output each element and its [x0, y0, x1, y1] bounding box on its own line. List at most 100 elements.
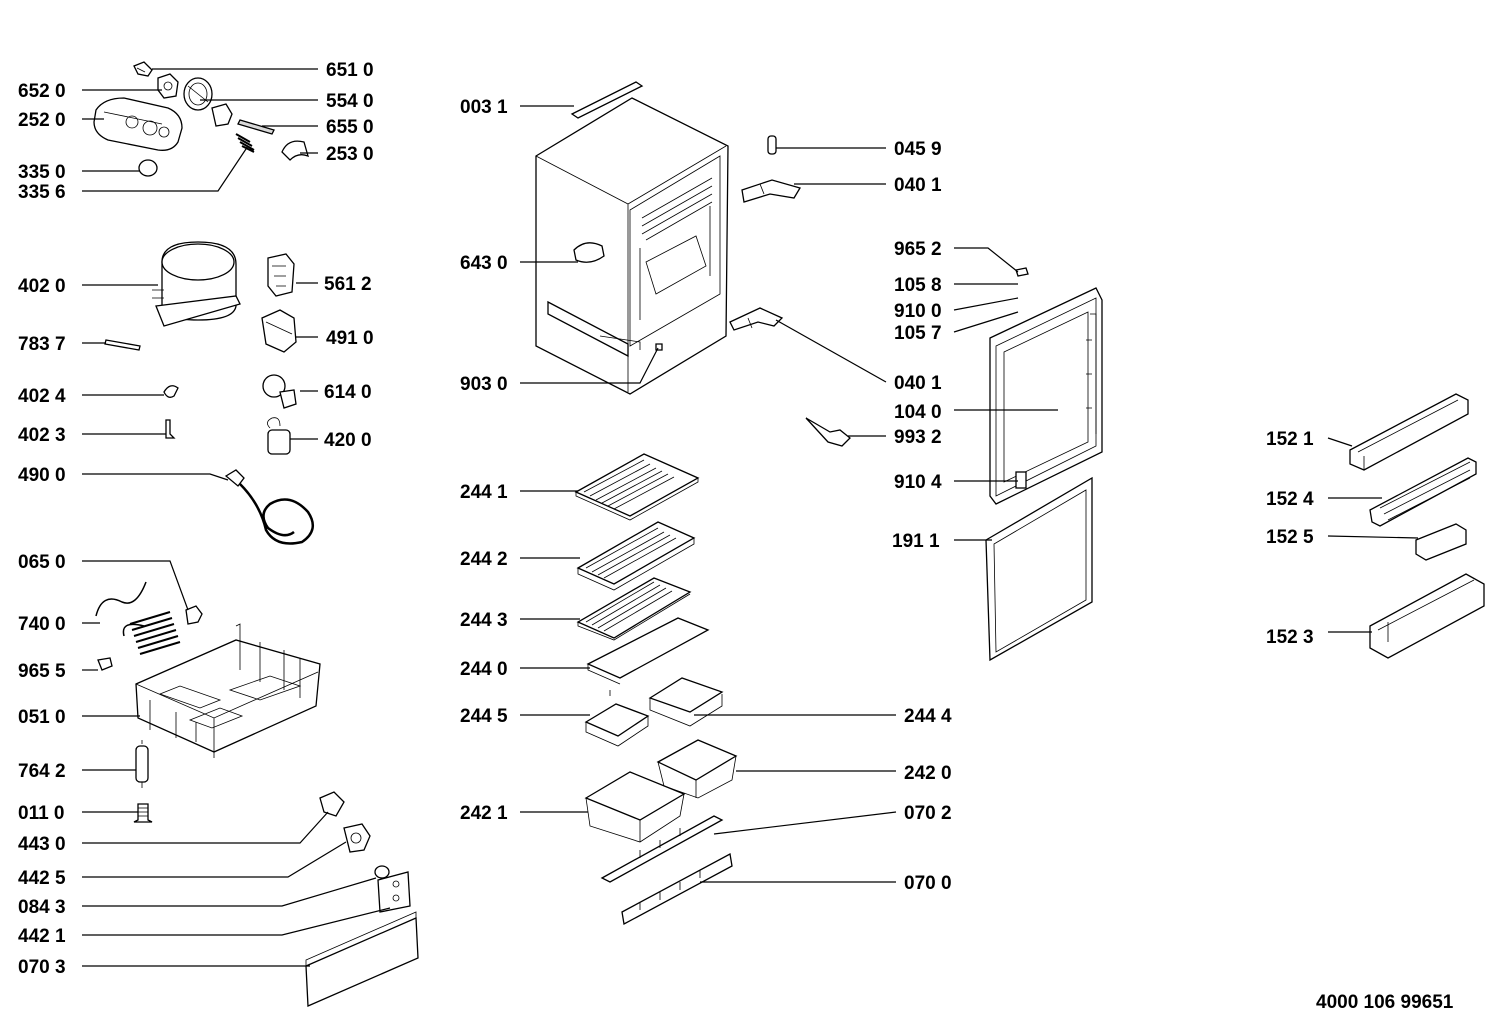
relay-part	[267, 253, 295, 297]
kick-plate-part	[305, 911, 419, 1007]
part-label-614-0: 614 0	[324, 382, 372, 403]
capillary-tube-part	[104, 339, 141, 351]
part-label-655-0: 655 0	[326, 117, 374, 138]
part-label-764-2: 764 2	[18, 761, 66, 782]
base-tray-part	[135, 623, 321, 758]
part-label-252-0: 252 0	[18, 110, 66, 131]
screw-part	[97, 657, 113, 671]
defrost-tube-part	[135, 740, 149, 788]
relay-cover-part	[261, 309, 297, 353]
lamp-holder-part	[211, 103, 233, 127]
door-frame-part	[989, 287, 1103, 505]
crisper-small-part	[656, 739, 738, 799]
wire-shelf-part	[576, 521, 696, 591]
capacitor-part	[267, 417, 291, 455]
document-number: 4000 106 99651	[1316, 992, 1454, 1013]
switch-part	[319, 791, 345, 817]
shelf-grid-part	[576, 577, 692, 641]
power-cord-part	[224, 469, 315, 545]
heater-spring-part	[95, 581, 181, 655]
part-label-244-0: 244 0	[460, 659, 508, 680]
hinge-pin-part	[767, 135, 777, 155]
part-label-242-0: 242 0	[904, 763, 952, 784]
cabinet-part	[535, 97, 729, 395]
part-label-152-3: 152 3	[1266, 627, 1314, 648]
door-bin-grid-part	[1369, 457, 1477, 527]
part-label-652-0: 652 0	[18, 81, 66, 102]
compressor-part	[152, 241, 241, 327]
part-label-040-1-bottom: 040 1	[894, 373, 942, 394]
part-label-051-0: 051 0	[18, 707, 66, 728]
part-label-402-0: 402 0	[18, 276, 66, 297]
part-label-104-0: 104 0	[894, 402, 942, 423]
bracket-part	[165, 419, 176, 439]
bottom-strip-part	[621, 852, 733, 926]
bushing-part	[374, 865, 390, 879]
overload-protector-part	[262, 374, 297, 409]
part-label-003-1: 003 1	[460, 97, 508, 118]
part-label-011-0: 011 0	[18, 803, 65, 824]
part-label-651-0: 651 0	[326, 60, 374, 81]
spring-part	[235, 133, 255, 153]
door-bin-top-part	[1349, 393, 1469, 471]
small-tray-b-part	[648, 677, 724, 727]
part-label-993-2: 993 2	[894, 427, 942, 448]
part-label-253-0: 253 0	[326, 144, 374, 165]
part-label-244-3: 244 3	[460, 610, 508, 631]
part-label-152-1: 152 1	[1266, 429, 1314, 450]
top-strip-part	[570, 81, 644, 119]
lamp-cover-part	[281, 140, 309, 161]
part-label-965-5: 965 5	[18, 661, 66, 682]
part-label-335-0: 335 0	[18, 162, 66, 183]
door-switch-part	[805, 417, 851, 447]
part-label-643-0: 643 0	[460, 253, 508, 274]
part-label-491-0: 491 0	[326, 328, 374, 349]
part-label-040-1-top: 040 1	[894, 175, 942, 196]
bottom-hinge-part	[729, 307, 784, 331]
small-tray-a-part	[584, 703, 650, 747]
leader-lines	[82, 68, 1419, 967]
knob-part	[138, 159, 158, 177]
part-label-910-0: 910 0	[894, 301, 942, 322]
part-label-561-2: 561 2	[324, 274, 372, 295]
top-hinge-part	[741, 179, 801, 203]
part-label-070-3: 070 3	[18, 957, 66, 978]
part-label-442-1: 442 1	[18, 926, 66, 947]
part-label-490-0: 490 0	[18, 465, 66, 486]
part-label-070-2: 070 2	[904, 803, 952, 824]
part-label-443-0: 443 0	[18, 834, 66, 855]
door-latch-part	[1015, 471, 1027, 489]
part-label-152-5: 152 5	[1266, 527, 1314, 548]
part-label-244-5: 244 5	[460, 706, 508, 727]
clip-part	[163, 385, 179, 398]
part-label-244-2: 244 2	[460, 549, 508, 570]
crisper-large-part	[584, 771, 686, 843]
part-label-910-4: 910 4	[894, 472, 942, 493]
part-label-065-0: 065 0	[18, 552, 66, 573]
part-label-965-2: 965 2	[894, 239, 942, 260]
part-label-244-4: 244 4	[904, 706, 952, 727]
part-label-442-5: 442 5	[18, 868, 66, 889]
door-gasket-part	[985, 476, 1093, 662]
part-label-105-7: 105 7	[894, 323, 942, 344]
thermostat-part	[343, 823, 371, 853]
part-label-420-0: 420 0	[324, 430, 372, 451]
part-label-402-4: 402 4	[18, 386, 66, 407]
door-bin-bottom-part	[1369, 573, 1485, 659]
crisper-cover-part	[600, 815, 724, 883]
thermostat-knob-part	[157, 73, 179, 99]
hinge-bracket-part	[377, 871, 411, 913]
control-housing-part	[93, 97, 183, 151]
part-label-152-4: 152 4	[1266, 489, 1314, 510]
part-label-402-3: 402 3	[18, 425, 66, 446]
glass-plate-part	[586, 617, 710, 696]
glass-shelf-part	[574, 453, 700, 521]
part-label-070-0: 070 0	[904, 873, 952, 894]
grommet-part	[185, 605, 203, 625]
door-bin-small-part	[1415, 523, 1467, 561]
thermostat-sensor-part	[133, 61, 153, 77]
part-label-242-1: 242 1	[460, 803, 508, 824]
door-cap-part	[1015, 267, 1029, 277]
part-label-783-7: 783 7	[18, 334, 66, 355]
